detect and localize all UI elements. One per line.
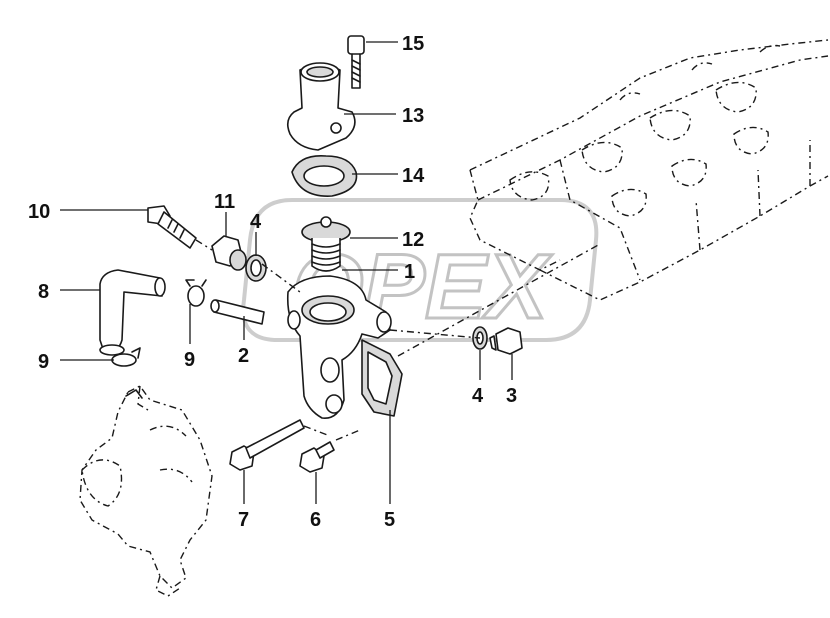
callout-13: 13 [402,105,424,127]
bolt-15 [347,35,365,89]
hose-8 [99,269,166,356]
callout-3: 3 [506,385,517,407]
callout-6: 6 [310,509,321,531]
flange-gasket-5 [361,339,403,417]
callout-11: 11 [214,191,235,213]
alignment-lines [195,239,601,441]
thermostat-housing-1 [286,275,392,419]
callout-7: 7 [238,509,249,531]
callout-2: 2 [238,345,249,367]
callout-4-lower: 4 [472,385,484,407]
callout-1: 1 [404,261,415,283]
callout-4-upper: 4 [250,211,262,233]
callout-10: 10 [28,201,50,223]
thermostat-cover-13 [286,62,356,151]
leader-lines [60,41,513,504]
callout-12: 12 [402,229,424,251]
o-ring-4-lower [472,326,488,350]
callout-9-middle: 9 [184,349,195,371]
cylinder-head [469,39,829,301]
bolt-7 [229,419,305,471]
callout-5: 5 [384,509,395,531]
water-pump [79,385,213,597]
callout-labels: 15 13 14 12 1 11 4 10 8 9 2 9 4 3 7 6 5 [28,33,517,531]
o-ring-4-upper [245,254,267,282]
nut-11 [211,235,247,271]
bolt-6 [299,441,335,473]
temperature-sensor-10 [147,205,197,249]
hose-clamp-9-upper [185,279,207,307]
callout-14: 14 [402,165,425,187]
pipe-2 [210,299,265,325]
callout-8: 8 [38,281,49,303]
plug-3 [489,327,523,355]
callout-15: 15 [402,33,424,55]
gasket-14 [291,155,358,197]
thermostat-12 [301,216,351,272]
callout-9-left: 9 [38,351,49,373]
